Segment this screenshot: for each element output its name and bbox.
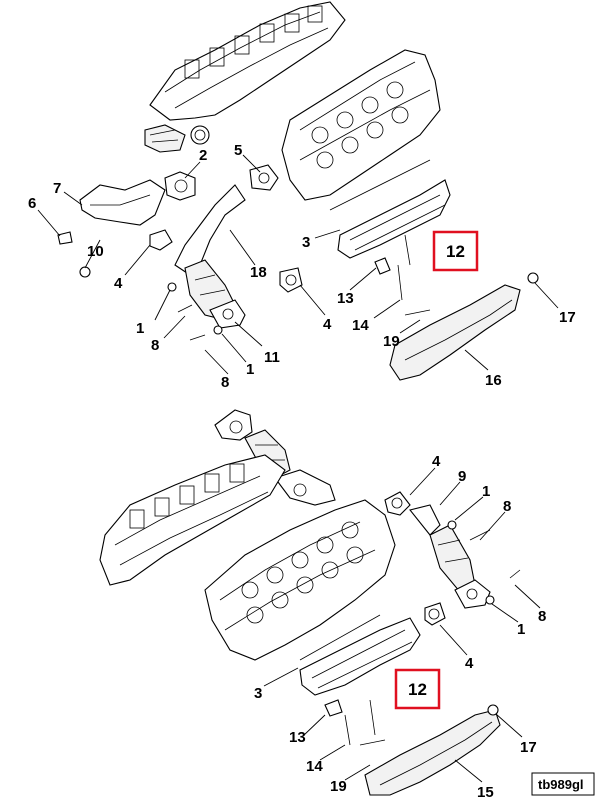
callout-4: 4 <box>323 316 332 333</box>
reference-code-text: tb989gl <box>538 777 584 792</box>
top-leaders <box>37 154 559 375</box>
reference-code-label: tb989gl <box>531 772 595 796</box>
callout-4: 4 <box>114 275 123 292</box>
bottom-leaders <box>263 467 541 783</box>
bottom-callouts: 4 9 1 8 1 8 4 3 13 17 14 19 15 12 <box>254 453 546 800</box>
callout-5: 5 <box>234 142 242 159</box>
callout-10: 10 <box>87 243 104 260</box>
bottom-exploded-view: 4 9 1 8 1 8 4 3 13 17 14 19 15 12 tb989g… <box>99 409 595 800</box>
callout-8: 8 <box>151 337 159 354</box>
callout-4: 4 <box>465 655 474 672</box>
callout-8: 8 <box>538 608 546 625</box>
callout-12-highlighted: 12 <box>446 242 465 261</box>
highlight-box-12 <box>394 668 441 710</box>
callout-15: 15 <box>477 784 494 800</box>
exhaust-manifold-bottom <box>299 617 501 796</box>
callout-14: 14 <box>352 317 369 334</box>
reference-code-box <box>531 772 595 796</box>
catalytic-converter-top <box>167 184 303 341</box>
top-exploded-view: 2 5 7 6 10 4 3 18 13 4 1 8 14 17 19 11 1… <box>28 1 576 391</box>
callout-6: 6 <box>28 195 36 212</box>
callout-17: 17 <box>559 309 576 326</box>
callout-13: 13 <box>337 290 354 307</box>
exhaust-manifold-top <box>337 179 539 381</box>
callout-19: 19 <box>383 333 400 350</box>
callout-4: 4 <box>432 453 441 470</box>
callout-13: 13 <box>289 729 306 746</box>
top-callouts: 2 5 7 6 10 4 3 18 13 4 1 8 14 17 19 11 1… <box>28 142 576 391</box>
engine-block-bottom <box>99 454 286 586</box>
callout-1: 1 <box>136 320 144 337</box>
callout-12-highlighted: 12 <box>408 680 427 699</box>
catalytic-converter-bottom <box>384 491 521 626</box>
callout-17: 17 <box>520 739 537 756</box>
callout-3: 3 <box>302 234 310 251</box>
callout-7: 7 <box>53 180 61 197</box>
callout-8: 8 <box>503 498 511 515</box>
highlight-box-12 <box>432 230 479 272</box>
callout-16: 16 <box>485 372 502 389</box>
exhaust-pipe-left-top <box>57 164 279 278</box>
callout-18: 18 <box>250 264 267 281</box>
callout-2: 2 <box>199 147 207 164</box>
callout-1: 1 <box>482 483 490 500</box>
callout-11: 11 <box>264 349 280 366</box>
callout-1: 1 <box>246 361 254 378</box>
callout-19: 19 <box>330 778 347 795</box>
engine-block-top <box>144 1 346 153</box>
cylinder-head-bottom <box>204 499 396 661</box>
callout-3: 3 <box>254 685 262 702</box>
cylinder-head-top <box>281 49 441 211</box>
callout-14: 14 <box>306 758 323 775</box>
callout-8: 8 <box>221 374 229 391</box>
callout-9: 9 <box>458 468 466 485</box>
callout-1: 1 <box>517 621 525 638</box>
